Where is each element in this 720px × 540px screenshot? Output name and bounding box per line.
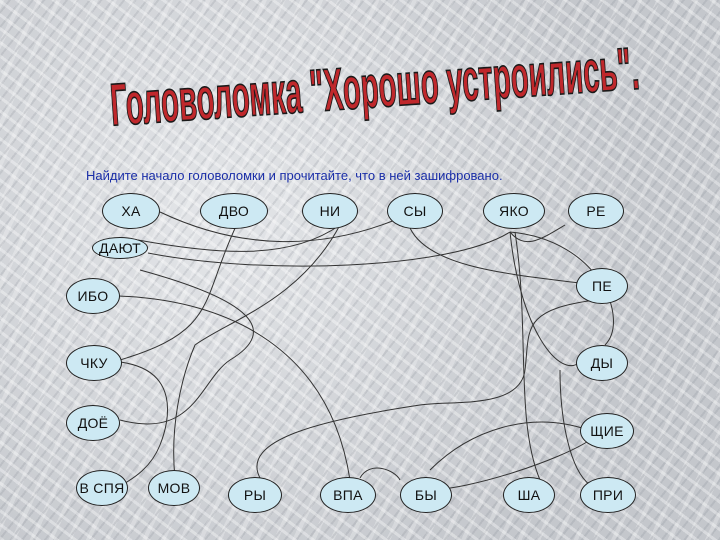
wire bbox=[117, 295, 351, 481]
syllable-node: ДЫ bbox=[576, 345, 628, 381]
wire bbox=[509, 231, 581, 367]
syllable-node: ЧКУ bbox=[66, 345, 122, 381]
wire bbox=[559, 369, 591, 486]
wire bbox=[159, 211, 396, 242]
syllable-node: ПЕ bbox=[576, 268, 628, 304]
syllable-node: РЫ bbox=[228, 477, 282, 513]
syllable-node: ДАЮТ bbox=[92, 237, 148, 259]
syllable-node: ЯКО bbox=[483, 193, 545, 229]
wire bbox=[147, 231, 511, 267]
wire bbox=[173, 224, 341, 479]
syllable-node: ИБО bbox=[66, 278, 120, 314]
syllable-node: МОВ bbox=[148, 470, 200, 506]
syllable-node: ША bbox=[503, 477, 555, 513]
wire bbox=[359, 467, 401, 481]
wire bbox=[256, 299, 596, 479]
syllable-node: БЫ bbox=[400, 477, 452, 513]
wire bbox=[509, 224, 566, 243]
wire bbox=[119, 269, 254, 425]
syllable-node: ЩИЕ bbox=[580, 413, 634, 449]
wire bbox=[119, 221, 239, 361]
wire bbox=[137, 224, 341, 252]
syllable-node: В СПЯ bbox=[76, 470, 128, 506]
wire bbox=[429, 421, 589, 471]
syllable-node: ДВО bbox=[200, 193, 268, 229]
wire bbox=[514, 231, 541, 481]
syllable-node: ХА bbox=[102, 193, 160, 229]
syllable-node: РЕ bbox=[568, 193, 624, 229]
syllable-node: НИ bbox=[302, 193, 358, 229]
wire bbox=[119, 361, 168, 486]
slide-title: Головоломка "Хорошо устроились". bbox=[95, 30, 655, 145]
syllable-node: СЫ bbox=[387, 193, 443, 229]
syllable-node: ПРИ bbox=[580, 477, 636, 513]
syllable-node: ВПА bbox=[320, 477, 376, 513]
wire bbox=[409, 227, 596, 286]
syllable-node: ДОЁ bbox=[66, 405, 120, 441]
instruction-text: Найдите начало головоломки и прочитайте,… bbox=[86, 168, 503, 183]
